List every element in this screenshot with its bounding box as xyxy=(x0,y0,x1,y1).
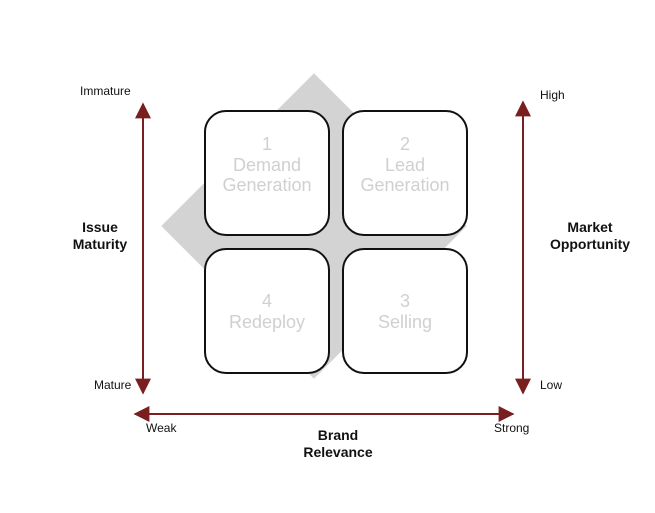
quadrant-label: Lead Generation xyxy=(360,155,450,195)
quadrant-redeploy: 4 Redeploy xyxy=(204,248,330,374)
quadrant-label: Demand Generation xyxy=(222,155,312,195)
quadrant-label: Redeploy xyxy=(228,312,306,332)
left-axis-bottom-label: Mature xyxy=(94,378,132,392)
right-axis-top-label: High xyxy=(540,88,565,102)
left-axis-title: Issue Maturity xyxy=(72,219,128,252)
bottom-axis-right-label: Strong xyxy=(494,421,530,435)
bottom-axis-left-label: Weak xyxy=(146,421,177,435)
quadrant-number: 2 xyxy=(399,134,410,154)
right-axis-bottom-label: Low xyxy=(540,378,563,392)
left-axis-top-label: Immature xyxy=(80,84,131,98)
quadrant-selling: 3 Selling xyxy=(342,248,468,374)
quadrant-lead-generation: 2 Lead Generation xyxy=(342,110,468,236)
quadrant-number: 4 xyxy=(261,291,272,311)
right-axis-title: Market Opportunity xyxy=(549,219,631,252)
quadrant-label: Selling xyxy=(377,312,433,332)
quadrant-demand-generation: 1 Demand Generation xyxy=(204,110,330,236)
quadrant-number: 3 xyxy=(399,291,410,311)
bottom-axis-title: Brand Relevance xyxy=(303,427,373,460)
quadrant-number: 1 xyxy=(261,134,272,154)
